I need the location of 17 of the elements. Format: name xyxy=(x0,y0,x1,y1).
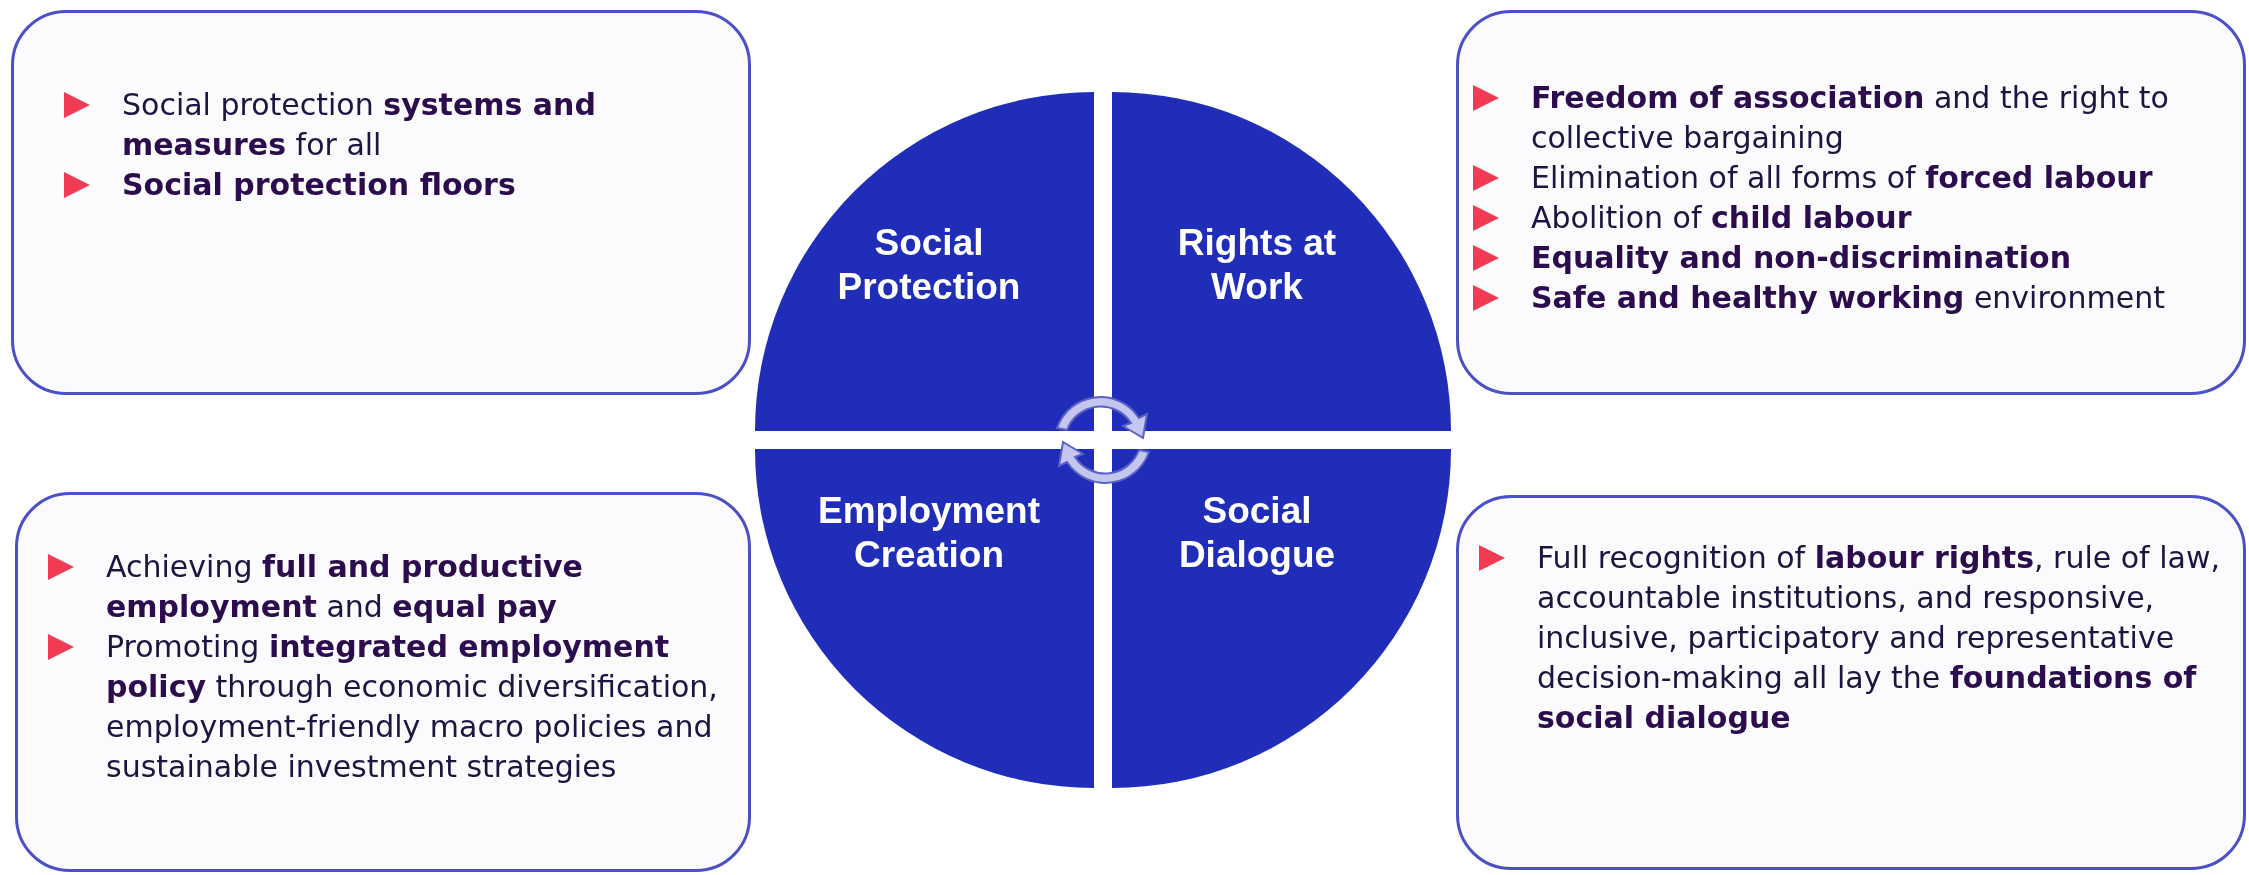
bullet-item: Elimination of all forms of forced labour xyxy=(1473,158,2243,198)
bullet-item: Social protection systems and measures for all xyxy=(64,85,714,165)
bullet-item: Equality and non-discrimination xyxy=(1473,238,2243,278)
text-card xyxy=(1456,10,2246,395)
quadrant-title: Rights at Work xyxy=(1176,221,1338,309)
text-card xyxy=(11,10,751,395)
text-card xyxy=(15,492,751,872)
text-card xyxy=(1456,495,2246,870)
bullet-item: Abolition of child labour xyxy=(1473,198,2243,238)
bullet-item: Social protection floors xyxy=(64,165,714,205)
quadrant-title: Employment Creation xyxy=(816,489,1041,577)
quadrant-title: Social Dialogue xyxy=(1177,489,1337,577)
quadrant-title: Social Protection xyxy=(836,221,1022,309)
bullet-item: Full recognition of labour rights, rule of law, accountable institutions, and responsive, inclusive, participatory and representative decision-making all lay the foundations of social dialogue xyxy=(1479,538,2229,738)
bullet-item: Promoting integrated employment policy through economic diversification, employment-friendly macro policies and sustainable investment strategies xyxy=(48,627,738,787)
bullet-item: Freedom of association and the right to collective bargaining xyxy=(1473,78,2243,158)
bullet-item: Safe and healthy working environment xyxy=(1473,278,2243,318)
